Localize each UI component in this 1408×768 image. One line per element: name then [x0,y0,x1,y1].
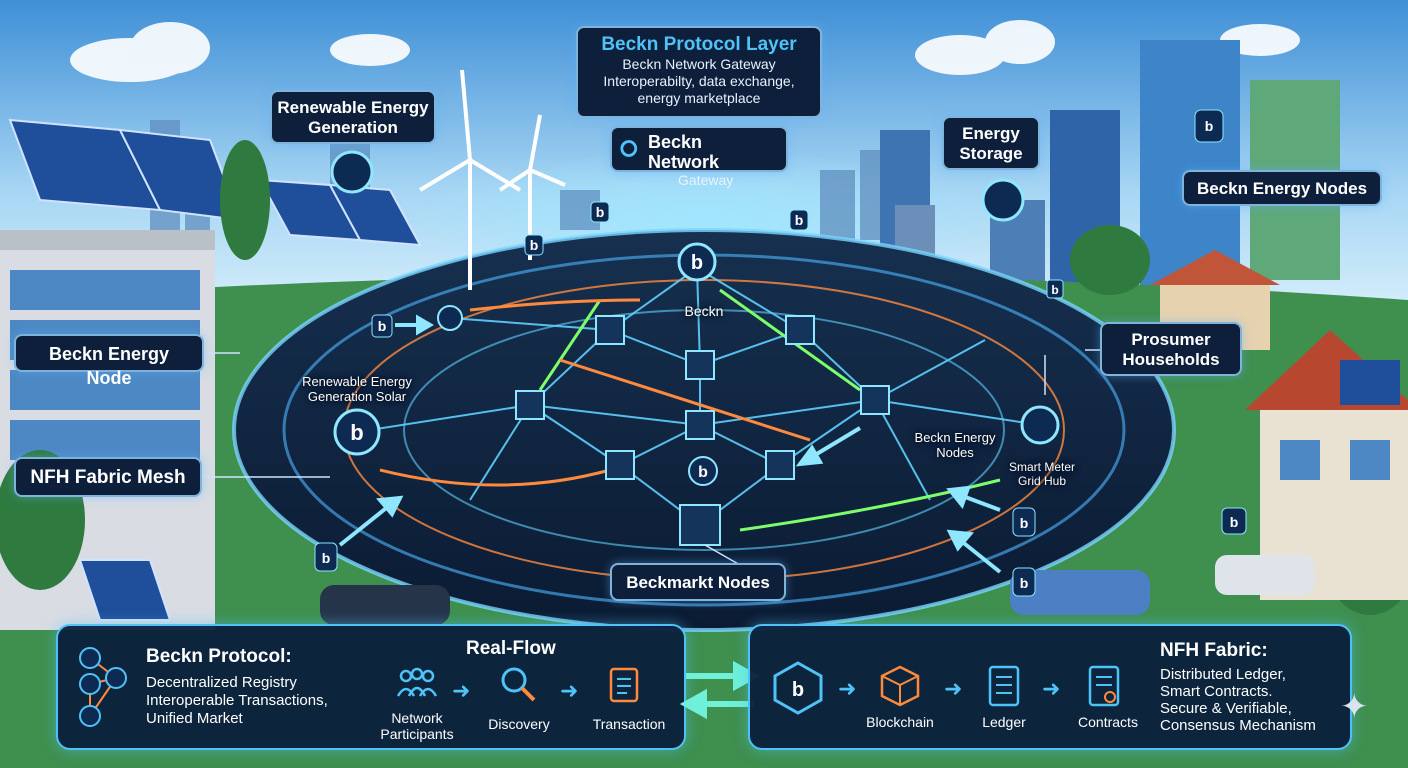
cars [320,555,1315,625]
contract-icon [1086,664,1122,708]
svg-text:b: b [1205,118,1214,134]
smart-meter-line-1: Smart Meter [1008,460,1075,474]
svg-text:b: b [530,237,539,253]
nfh-line-2: Smart Contracts. [1160,683,1273,700]
step-blockchain: Blockchain [866,714,934,730]
solar-panels-left [8,118,422,621]
exchange-arrows-icon [680,660,760,720]
svg-text:b: b [795,212,804,228]
svg-text:b: b [1230,514,1239,530]
inflow-arrows [338,314,1002,574]
renewable-solar-label: Renewable Energy Generation Solar [296,374,418,404]
svg-text:b: b [792,679,804,701]
nfh-line-3: Secure & Verifiable, [1160,700,1292,717]
beckn-energy-node-left-text: Beckn Energy Node [48,344,170,388]
beckn-badges: b b b b b b b b b b [314,109,1247,597]
energy-storage-label: Energy Storage [942,116,1040,170]
beckn-market-nodes-text: Beckmarkt Nodes [626,573,770,592]
renewable-generation-line-1: Renewable Energy [277,98,429,117]
protocol-line-2: Interoperable Transactions, [146,692,328,709]
svg-text:b: b [698,464,708,481]
protocol-line-1: Decentralized Registry [146,674,297,691]
nfh-line-4: Consensus Mechanism [1160,717,1316,734]
nfh-panel-title: NFH Fabric: [1160,640,1268,661]
blockchain-cube-icon [878,664,922,708]
svg-text:b: b [378,318,387,334]
protocol-layer-line-2: Interoperabilty, data exchange, [603,73,795,89]
svg-text:b: b [1051,283,1058,297]
arrow-icon: ➜ [452,678,471,703]
step-transaction: Transaction [592,716,666,732]
real-flow-title: Real-Flow [466,638,556,659]
prosumer-houses [1150,250,1408,600]
beckn-protocol-panel: Beckn Protocol: Decentralized Registry I… [56,624,686,750]
beckn-network-gateway-box: ⭘ Beckn Network Gateway [610,126,788,188]
beckn-protocol-layer-box: Beckn Protocol Layer Beckn Network Gatew… [576,26,822,118]
nfh-fabric-panel: b ➜ ➜ ➜ Blockchain Ledger Contracts NFH … [748,624,1352,750]
protocol-panel-lines: Decentralized Registry Interoperable Tra… [146,674,328,728]
renewable-solar-line-1: Renewable Energy [302,374,412,389]
beckn-protocol-layer-title: Beckn Protocol Layer [601,34,797,55]
inner-nodes-line-2: Nodes [936,445,974,460]
energy-storage-line-2: Storage [959,144,1023,163]
prosumer-households-line-1: Prosumer [1131,330,1211,349]
protocol-panel-title: Beckn Protocol: [146,646,292,667]
renewable-solar-line-2: Generation Solar [307,389,407,404]
svg-text:b: b [1020,575,1029,591]
inner-nodes-line-1: Beckn Energy [914,430,996,445]
step-discovery: Discovery [488,716,550,732]
arrow-icon: ➜ [560,678,579,703]
protocol-layer-line-1: Beckn Network Gateway [622,56,776,72]
beckn-logo-icon: ⭘ [620,136,638,161]
document-icon [608,666,640,704]
svg-text:b: b [596,204,605,220]
svg-text:b: b [691,252,703,274]
step-contracts: Contracts [1078,714,1138,730]
smart-meter-line-2: Grid Hub [1017,474,1067,488]
beckn-energy-nodes-inner-label: Beckn Energy Nodes [904,430,1006,460]
clouds [70,20,1300,82]
renewable-generation-line-2: Generation [308,118,398,137]
protocol-network-icon [79,647,127,727]
energy-storage-line-1: Energy [962,124,1020,143]
people-icon [394,666,440,702]
prosumer-households-label: Prosumer Households [1100,322,1242,376]
wind-turbines [418,69,566,290]
arrow-icon: ➜ [944,676,963,701]
gateway-subtitle: Gateway [678,172,734,188]
protocol-line-3: Unified Market [146,710,243,727]
step-network-participants: Network Participants [380,710,454,742]
mesh-cube-nodes [515,315,890,546]
orange-flow-lines [379,298,811,487]
ledger-icon [986,664,1022,708]
arrow-icon: ➜ [838,676,857,701]
step-ledger: Ledger [982,714,1026,730]
sparkle-icon: ✦ [1340,688,1369,726]
nfh-fabric-mesh-text: NFH Fabric Mesh [30,467,186,488]
protocol-layer-line-3: energy marketplace [637,90,761,106]
nfh-fabric-mesh-label: NFH Fabric Mesh [14,457,202,497]
svg-text:b: b [322,550,331,566]
nfh-line-1: Distributed Ledger, [1160,666,1286,683]
svg-text:b: b [350,420,363,445]
beckn-energy-nodes-top-text: Beckn Energy Nodes [1196,179,1368,198]
arrow-icon: ➜ [1042,676,1061,701]
nfh-panel-lines: Distributed Ledger, Smart Contracts. Sec… [1160,666,1316,734]
prosumer-households-line-2: Households [1122,350,1220,369]
magnifier-icon [498,664,538,704]
beckn-energy-nodes-top-label: Beckn Energy Nodes [1182,170,1382,206]
renewable-generation-label: Renewable Energy Generation [270,90,436,144]
gateway-title: Beckn Network [648,132,720,172]
beckn-center-label: Beckn [684,303,724,319]
beckn-energy-node-left-label: Beckn Energy Node [14,334,204,388]
smart-meter-label: Smart Meter Grid Hub [1002,460,1082,488]
cube-chain-icon: b [770,660,826,716]
beckn-hub-nodes: b b b [330,150,1060,486]
svg-text:b: b [1020,515,1029,531]
beckn-market-nodes-label: Beckmarkt Nodes [610,563,786,601]
